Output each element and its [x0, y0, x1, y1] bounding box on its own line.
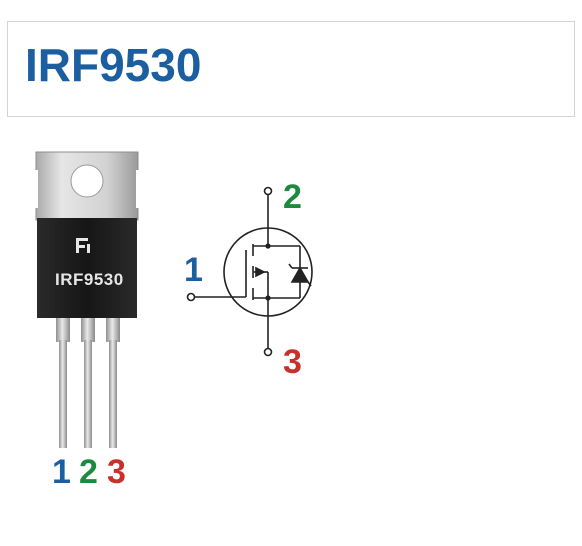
pin-label-3: 3 — [107, 453, 126, 491]
title-box: IRF9530 — [7, 21, 575, 117]
lead-2 — [84, 340, 92, 448]
source-terminal-label: 3 — [283, 343, 302, 381]
leads — [56, 318, 120, 448]
p-channel-mosfet-symbol-icon — [186, 186, 313, 357]
lead-1-shoulder — [56, 318, 70, 342]
drain-terminal-label: 2 — [283, 178, 302, 216]
pin-label-2: 2 — [79, 453, 98, 491]
pin-label-1: 1 — [52, 453, 71, 491]
page-title: IRF9530 — [25, 39, 202, 91]
package-marking: IRF9530 — [55, 270, 124, 289]
package-body — [37, 218, 137, 318]
lead-1 — [59, 340, 67, 448]
metal-tab — [30, 151, 144, 221]
mounting-hole — [70, 164, 104, 198]
gate-terminal-label: 1 — [184, 251, 203, 289]
lead-3-shoulder — [106, 318, 120, 342]
lead-3 — [109, 340, 117, 448]
manufacturer-logo-icon — [76, 238, 90, 253]
lead-2-shoulder — [81, 318, 95, 342]
